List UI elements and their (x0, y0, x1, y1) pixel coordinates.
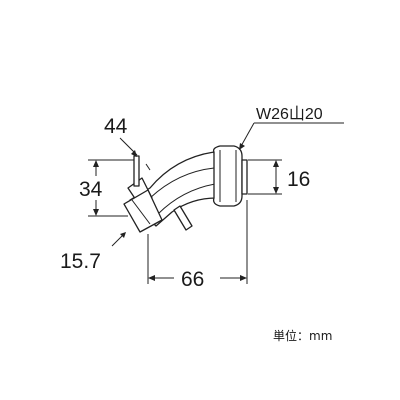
unit-note: 単位：mm (273, 328, 332, 343)
thread-leader-arrow (239, 143, 245, 150)
union-nut (212, 145, 243, 207)
dim-66-arrow-right (240, 275, 247, 281)
dim-34-arrow-top (93, 160, 99, 167)
bottom-pin (173, 205, 193, 231)
dim-66-label: 66 (181, 268, 204, 291)
dim-16-arrow-top (273, 160, 279, 167)
dim-15-7-label: 15.7 (60, 250, 101, 273)
dimension-15-7: 15.7 (60, 232, 126, 273)
dim-34-arrow-bottom (93, 209, 99, 216)
thread-leader-diagonal (239, 122, 255, 149)
thread-spec-label: W26山20 (256, 105, 323, 123)
elbow-inner-curve-2 (157, 183, 216, 215)
dim-16-arrow-bottom (273, 187, 279, 194)
outlet-thread (241, 159, 248, 195)
dim-16-label: 16 (287, 168, 310, 191)
dim-66-arrow-left (148, 275, 155, 281)
dim-44-arrow (131, 150, 137, 157)
inlet-collar (123, 189, 163, 233)
thread-spec-callout: W26山20 (239, 105, 344, 150)
elbow-inner-curve (149, 167, 215, 199)
top-pin (133, 155, 140, 187)
dim-44-label: 44 (104, 115, 128, 138)
inlet-collar-line (131, 199, 151, 225)
dim-34-label: 34 (79, 178, 103, 201)
dimension-66: 66 (147, 200, 248, 291)
dimension-16: 16 (248, 159, 310, 195)
dim-15-7-arrow (120, 232, 126, 238)
elbow-part (123, 145, 248, 233)
dimension-34: 34 (79, 159, 134, 217)
dim-44-leader-2 (145, 163, 151, 171)
dimension-44: 44 (104, 115, 151, 171)
